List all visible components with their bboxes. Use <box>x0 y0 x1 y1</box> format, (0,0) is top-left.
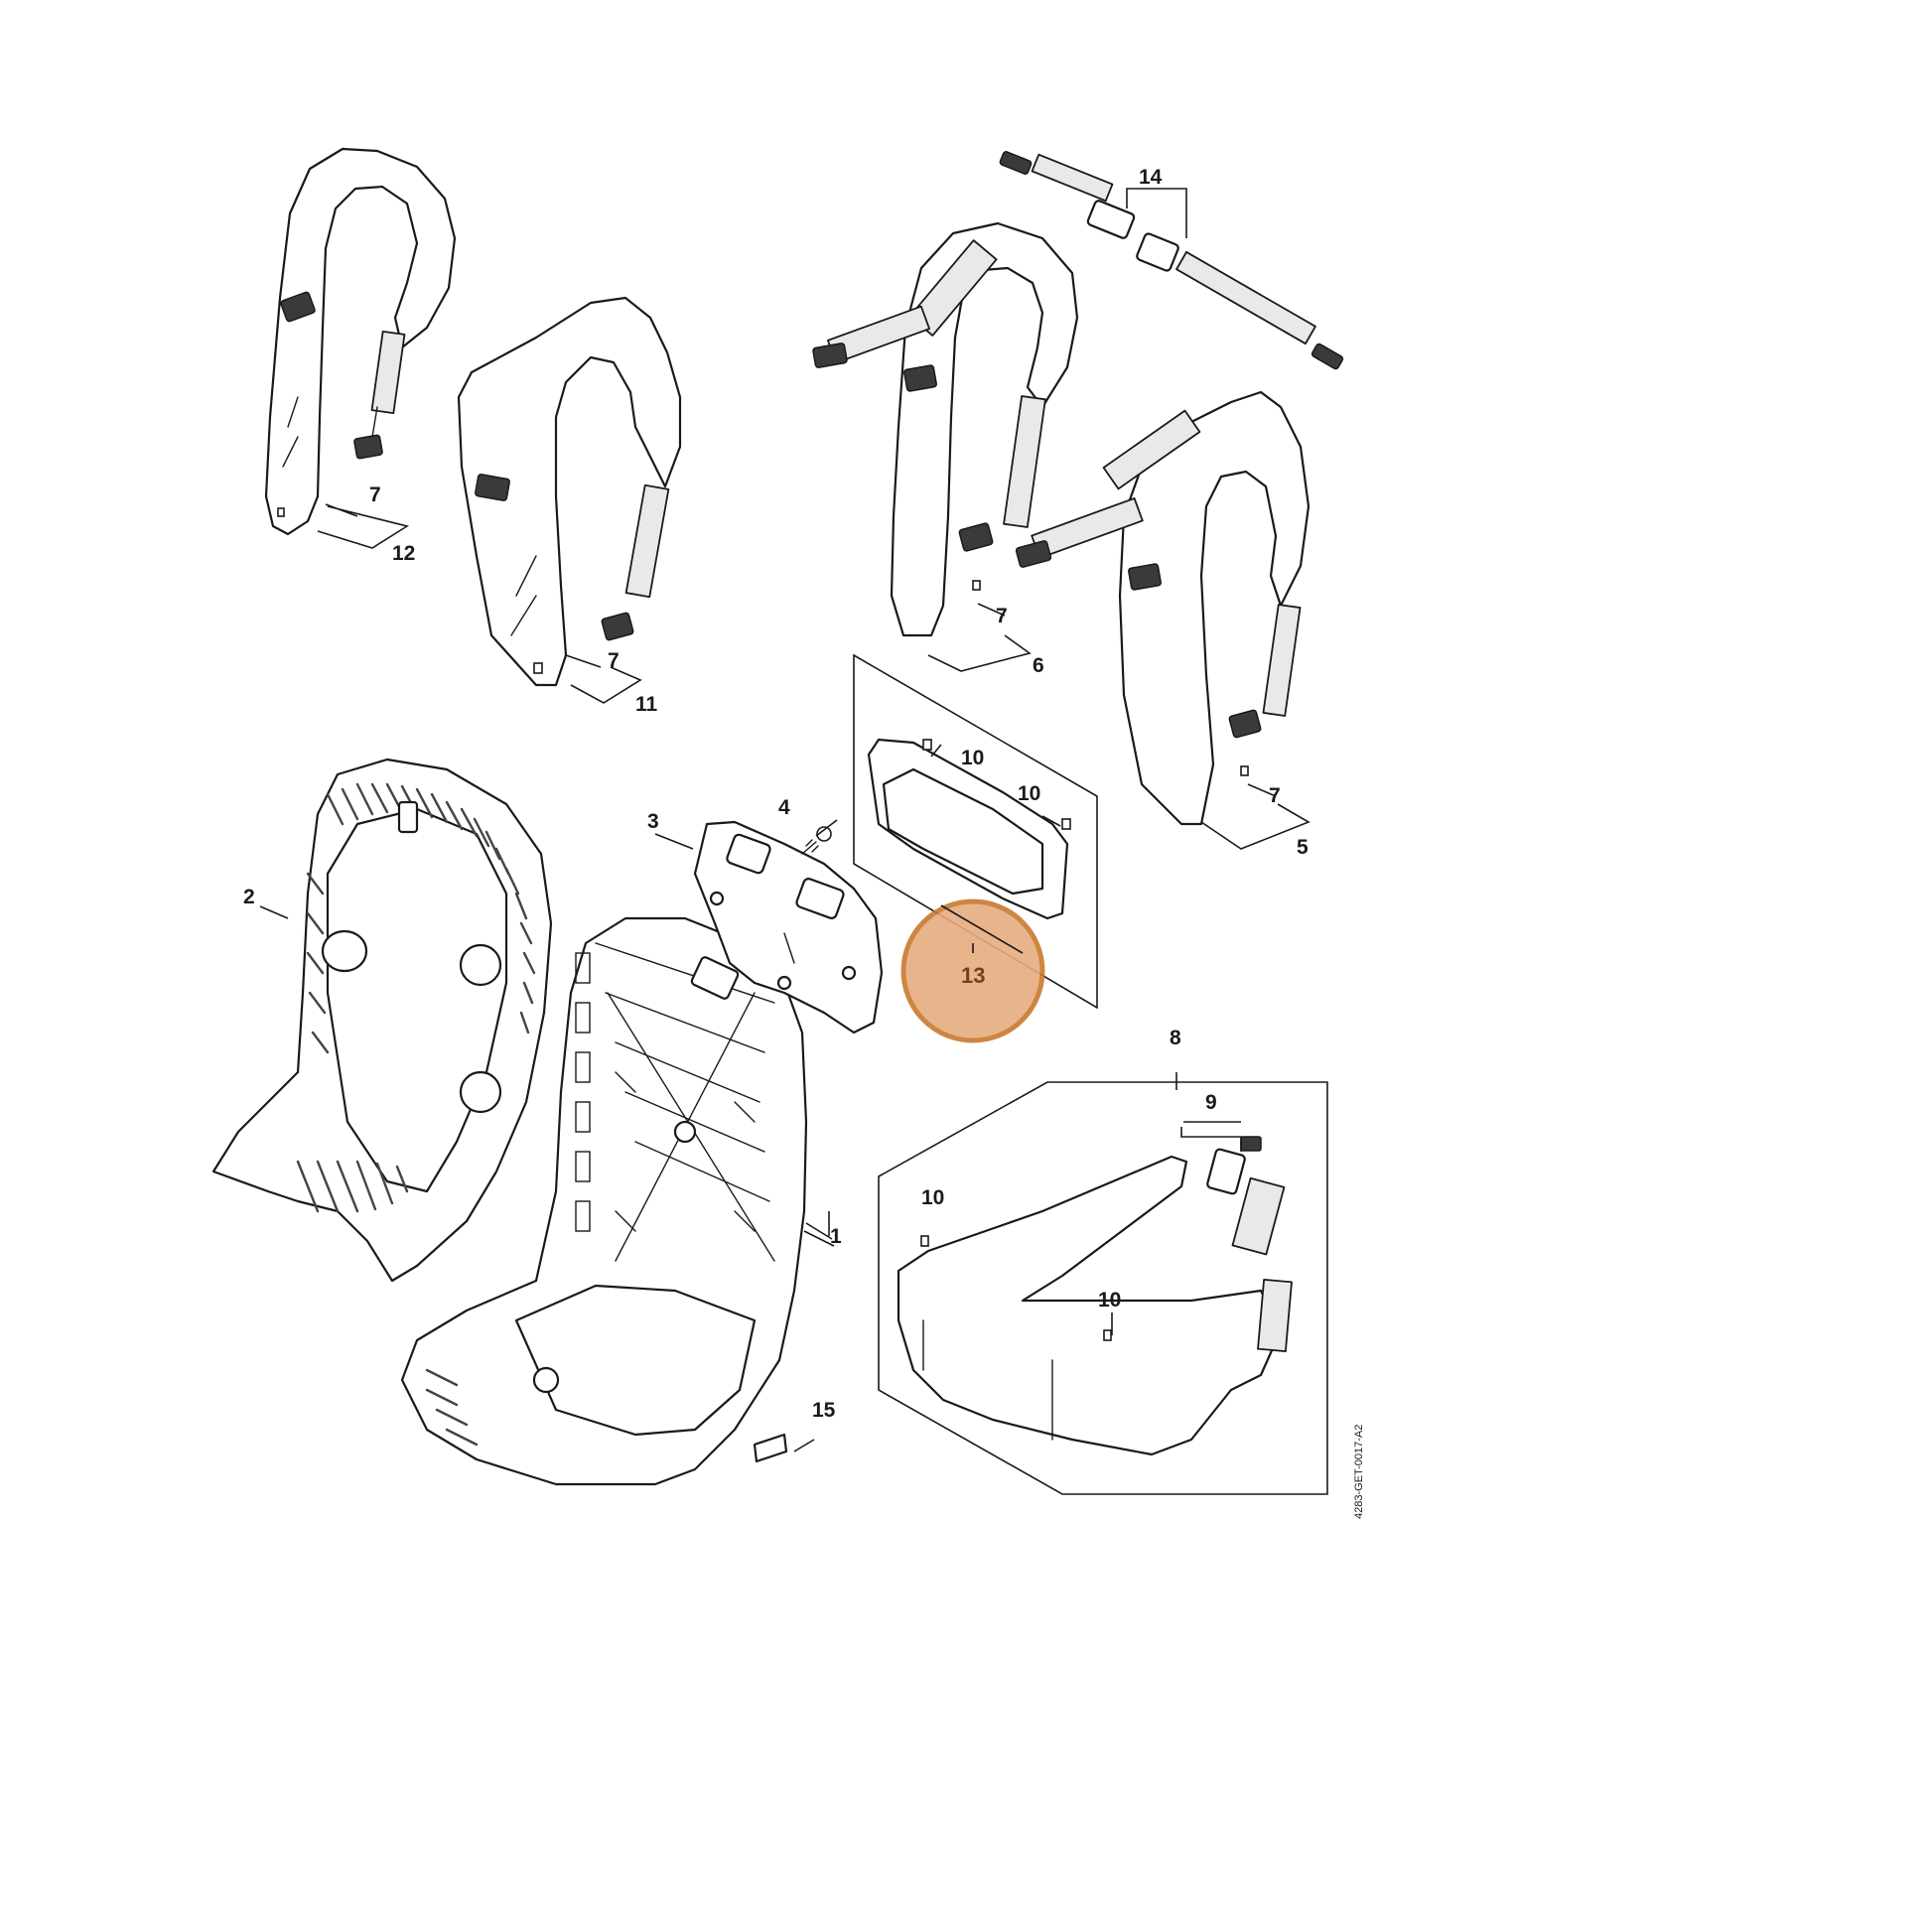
hip-belt-part-8[interactable] <box>878 1081 1328 1495</box>
callout-9[interactable]: 9 <box>1205 1091 1217 1114</box>
back-frame-part-2[interactable] <box>211 758 553 1283</box>
shoulder-strap-part-6[interactable] <box>812 221 1079 637</box>
chest-strap-part-14[interactable] <box>999 151 1344 370</box>
callout-15[interactable]: 15 <box>812 1399 836 1422</box>
callout-10-d[interactable]: 10 <box>1098 1289 1121 1311</box>
pad-part-13[interactable] <box>853 653 1098 1010</box>
callout-7-b[interactable]: 7 <box>608 649 620 672</box>
callout-4[interactable]: 4 <box>778 796 790 819</box>
callout-7-c[interactable]: 7 <box>996 605 1008 627</box>
callout-14[interactable]: 14 <box>1139 166 1163 189</box>
callout-12[interactable]: 12 <box>392 542 415 565</box>
callout-1[interactable]: 1 <box>830 1225 842 1248</box>
screw-part-4[interactable] <box>801 826 832 855</box>
callout-6[interactable]: 6 <box>1033 654 1044 677</box>
callout-3[interactable]: 3 <box>647 810 659 833</box>
leader-lines <box>259 188 1311 1452</box>
callout-10-a[interactable]: 10 <box>961 747 984 769</box>
label-part-15[interactable] <box>753 1433 788 1463</box>
bracket-part-3[interactable] <box>693 820 884 1035</box>
callout-5[interactable]: 5 <box>1297 836 1309 859</box>
shoulder-strap-part-11[interactable] <box>457 296 682 687</box>
callout-13[interactable]: 13 <box>961 963 985 988</box>
callout-7-d[interactable]: 7 <box>1269 784 1281 807</box>
callout-7-a[interactable]: 7 <box>369 483 381 506</box>
backplate-part-1[interactable] <box>400 916 808 1486</box>
callout-10-c[interactable]: 10 <box>921 1186 944 1209</box>
drawing-code: 4283-GET-0017-A2 <box>1353 1425 1365 1519</box>
shoulder-strap-part-12[interactable] <box>264 147 457 536</box>
callout-8[interactable]: 8 <box>1170 1027 1181 1049</box>
callout-labels: 12 7 11 7 14 6 7 5 7 10 10 4 3 2 1 8 9 1… <box>243 166 1309 1422</box>
callout-2[interactable]: 2 <box>243 886 255 908</box>
shoulder-strap-part-5[interactable] <box>1015 390 1311 826</box>
highlight-marker <box>900 898 1045 1043</box>
callout-11[interactable]: 11 <box>635 693 658 716</box>
callout-10-b[interactable]: 10 <box>1018 782 1040 805</box>
